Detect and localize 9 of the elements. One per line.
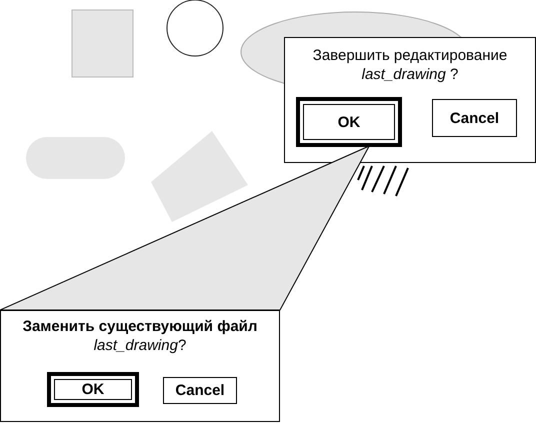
dialog-box: [0, 310, 280, 422]
callout-wedge: [0, 144, 370, 310]
dialog-box: [284, 37, 536, 163]
cancel-button: Cancel: [432, 99, 517, 137]
ok-button: OK: [47, 372, 139, 407]
cancel-button: Cancel: [163, 377, 237, 404]
ok-button: OK: [296, 97, 402, 147]
dialog-message: Заменить существующий файл last_drawing?: [22, 317, 258, 355]
dialog-message: Завершить редактирование last_drawing ?: [312, 46, 508, 84]
